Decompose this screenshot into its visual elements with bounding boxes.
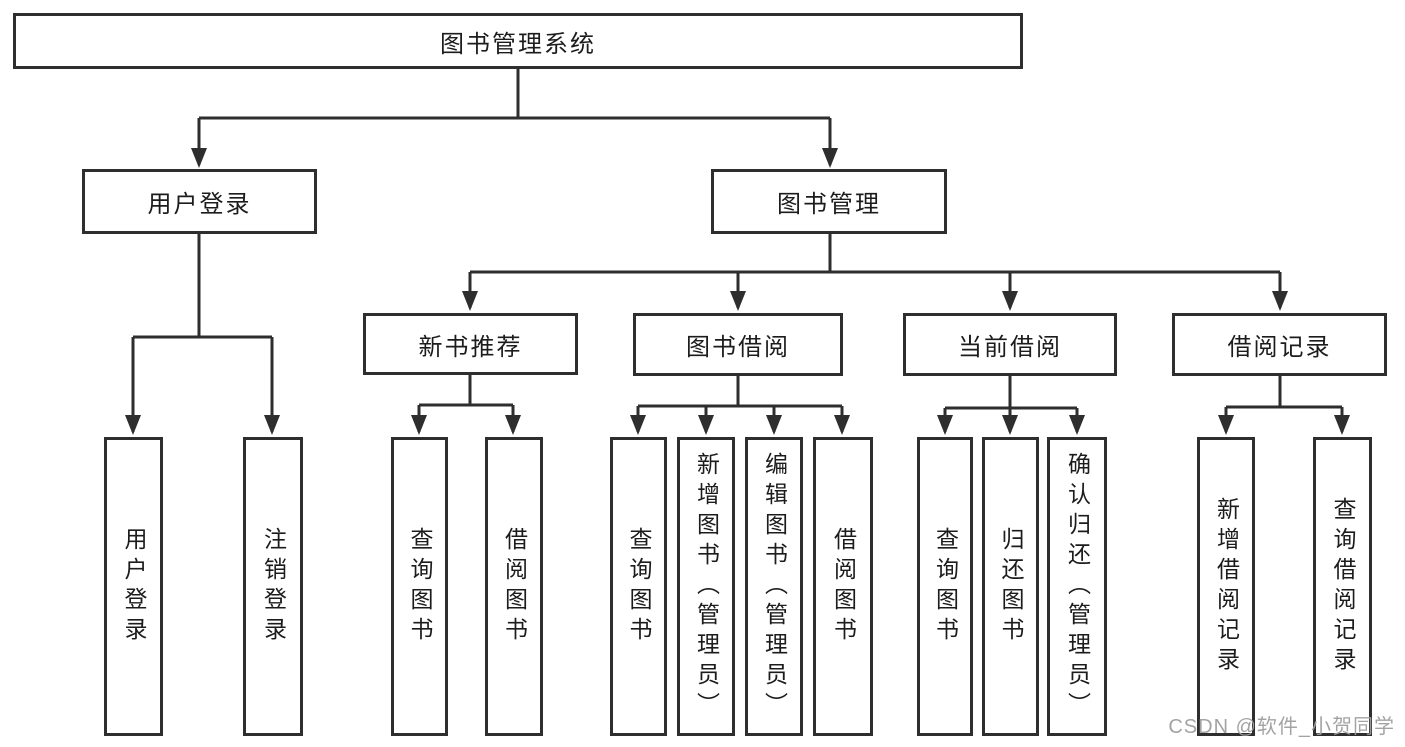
leaf-bb-add-books-admin: 新增图书（管理员）: [677, 437, 735, 736]
leaf-cb-query-books-label: 查询图书: [932, 526, 959, 647]
leaf-nbr-borrow-books: 借阅图书: [485, 437, 543, 736]
leaf-nbr-query-books: 查询图书: [391, 437, 448, 736]
leaf-logout-label: 注销登录: [260, 526, 287, 647]
leaf-br-query-record-label: 查询借阅记录: [1330, 496, 1356, 677]
leaf-bb-edit-books-admin-label: 编辑图书（管理员）: [761, 451, 788, 722]
leaf-cb-return-books-label: 归还图书: [998, 526, 1024, 647]
leaf-bb-borrow-books-label: 借阅图书: [830, 526, 857, 647]
leaf-bb-edit-books-admin: 编辑图书（管理员）: [745, 437, 803, 736]
leaf-bb-add-books-admin-label: 新增图书（管理员）: [693, 451, 720, 722]
node-current-borrowing: 当前借阅: [903, 313, 1117, 376]
leaf-br-add-record-label: 新增借阅记录: [1213, 496, 1240, 677]
leaf-cb-confirm-return-admin: 确认归还（管理员）: [1047, 437, 1107, 736]
node-new-book-recommend: 新书推荐: [363, 313, 578, 375]
watermark-text: CSDN @软件_小贺同学: [1168, 716, 1395, 738]
node-borrow-records: 借阅记录: [1172, 313, 1387, 376]
leaf-nbr-borrow-books-label: 借阅图书: [501, 526, 528, 647]
node-user-login: 用户登录: [82, 169, 317, 234]
node-book-management: 图书管理: [711, 169, 947, 234]
leaf-nbr-query-books-label: 查询图书: [407, 526, 433, 647]
leaf-br-add-record: 新增借阅记录: [1197, 437, 1255, 736]
leaf-cb-return-books: 归还图书: [982, 437, 1039, 736]
leaf-bb-query-books: 查询图书: [610, 437, 667, 736]
leaf-logout: 注销登录: [243, 437, 303, 736]
node-library-management-system: 图书管理系统: [13, 13, 1023, 69]
node-book-borrowing: 图书借阅: [633, 313, 843, 376]
leaf-user-login: 用户登录: [104, 437, 163, 736]
leaf-bb-borrow-books: 借阅图书: [813, 437, 873, 736]
leaf-br-query-record: 查询借阅记录: [1313, 437, 1372, 736]
leaf-cb-query-books: 查询图书: [917, 437, 973, 736]
leaf-bb-query-books-label: 查询图书: [626, 526, 652, 647]
arrowhead-icons: [125, 148, 1350, 435]
leaf-user-login-label: 用户登录: [121, 526, 147, 647]
leaf-cb-confirm-return-admin-label: 确认归还（管理员）: [1064, 451, 1091, 722]
